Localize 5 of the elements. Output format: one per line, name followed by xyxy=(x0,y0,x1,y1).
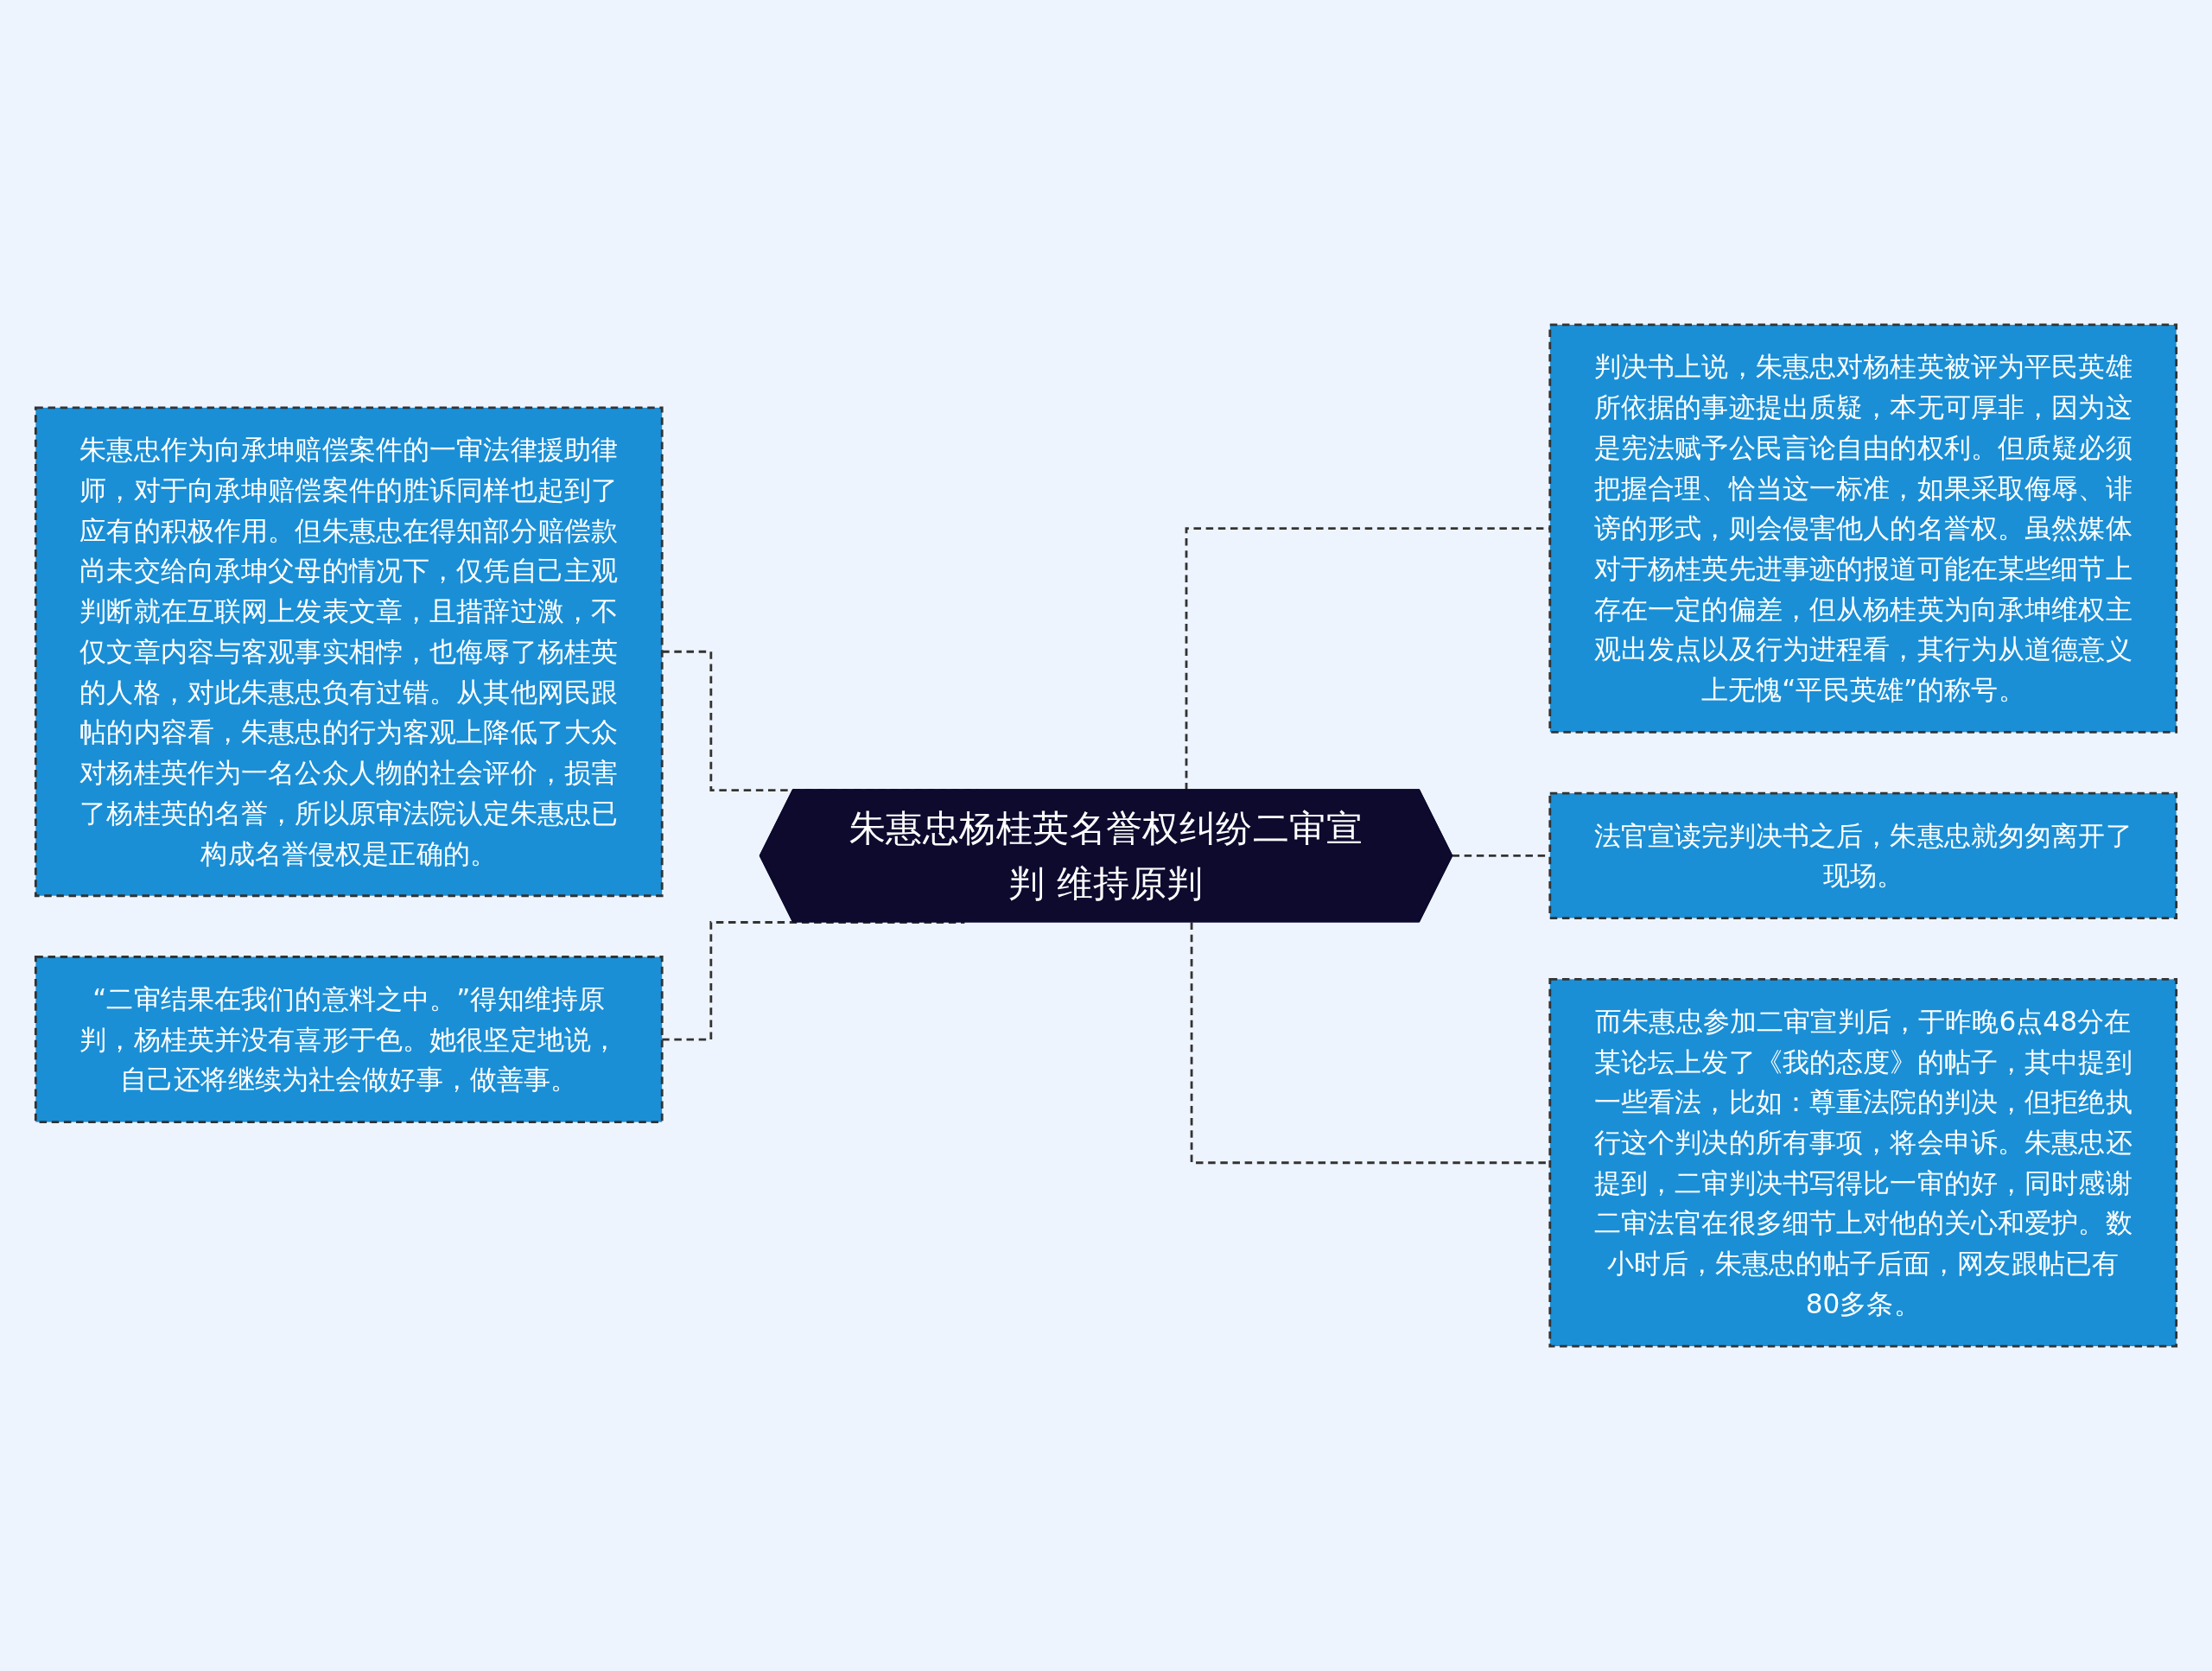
node-box: 判决书上说，朱惠忠对杨桂英被评为平民英雄所依据的事迹提出质疑，本无可厚非，因为这是宪法赋予公民言论自由的权利。但质疑必须把握合理、恰当这一标准，如果采取侮辱、诽谤的形式，则会侵害他人的名誉权。虽然媒体对于杨桂英先进事迹的报道可能在某些细节上存在一定的偏差，但从杨桂英为向承坤维权主观出发点以及行为进程看，其行为从道德意义上无愧“平民英雄”的称号。 xyxy=(1548,323,2178,734)
node-box: 而朱惠忠参加二审宣判后，于昨晚6点48分在某论坛上发了《我的态度》的帖子，其中提到一些看法，比如：尊重法院的判决，但拒绝执行这个判决的所有事项，将会申诉。朱惠忠还提到，二审判决书写得比一审的好，同时感谢二审法官在很多细节上对他的关心和爱护。数小时后，朱惠忠的帖子后面，网友跟帖已有80多条。 xyxy=(1548,977,2178,1348)
node-box: “二审结果在我们的意料之中。”得知维持原判，杨桂英并没有喜形于色。她很坚定地说，自己还将继续为社会做好事，做善事。 xyxy=(34,956,664,1124)
node-box: 朱惠忠作为向承坤赔偿案件的一审法律援助律师，对于向承坤赔偿案件的胜诉同样也起到了应有的积极作用。但朱惠忠在得知部分赔偿款尚未交给向承坤父母的情况下，仅凭自己主观判断就在互联网上发表文章，且措辞过激，不仅文章内容与客观事实相悖，也侮辱了杨桂英的人格，对此朱惠忠负有过错。从其他网民跟帖的内容看，朱惠忠的行为客观上降低了大众对杨桂英作为一名公众人物的社会评价，损害了杨桂英的名誉，所以原审法院认定朱惠忠已构成名誉侵权是正确的。 xyxy=(34,406,664,898)
node-box: 法官宣读完判决书之后，朱惠忠就匆匆离开了现场。 xyxy=(1548,791,2178,919)
